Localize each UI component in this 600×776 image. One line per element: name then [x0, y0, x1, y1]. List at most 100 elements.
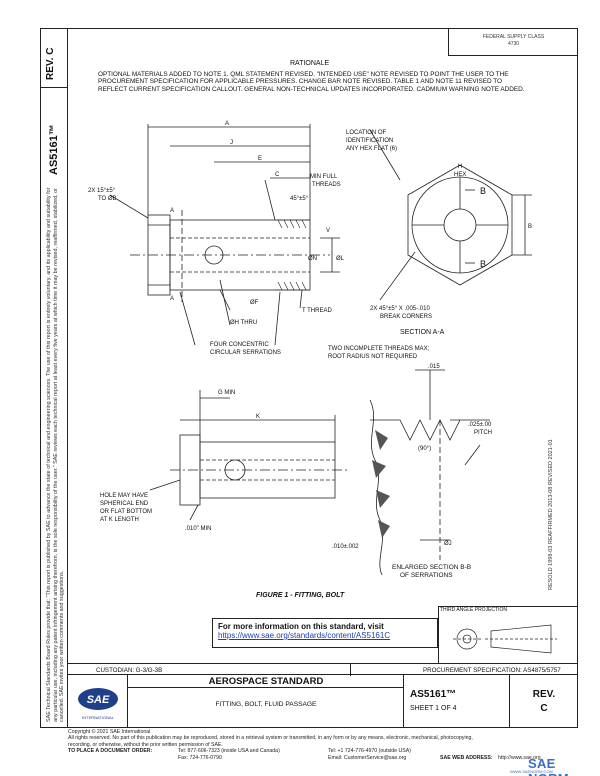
right-stamp: RESOLD 1998-03 REAFFIRMED 2013-08 REVISE…: [548, 439, 554, 590]
min-full-label: MIN FULL: [310, 174, 338, 180]
document-title: FITTING, BOLT, FLUID PASSAGE: [215, 701, 317, 708]
dim-e: E: [258, 156, 262, 162]
hex-dim-b: B: [528, 224, 532, 230]
serrations-label-1: FOUR CONCENTRIC: [210, 342, 269, 348]
fsc-label: FEDERAL SUPPLY CLASS: [482, 34, 545, 40]
rationale-title: RATIONALE: [290, 60, 330, 67]
logo-text: SAE: [87, 694, 110, 706]
dh-thru-label: ØH THRU: [230, 320, 257, 326]
section-b-lower: B: [480, 259, 486, 269]
enlarged-section-label-1: ENLARGED SECTION B-B: [392, 564, 471, 571]
aerospace-standard-heading: AEROSPACE STANDARD: [128, 675, 404, 688]
pitch-label: PITCH: [474, 430, 492, 436]
dn-label: ØN: [308, 256, 317, 262]
tel-outside: Tel: +1 724-776-4970 (outside USA): [328, 748, 411, 755]
rights-line-1: All rights reserved. No part of this pub…: [68, 735, 473, 742]
incomplete-label-2: ROOT RADIUS NOT REQUIRED: [328, 354, 418, 360]
location-label-2: IDENTIFICATION: [346, 138, 393, 144]
rev-value: C: [540, 703, 548, 714]
h-label: H: [458, 164, 462, 170]
hex-bore-circle: [443, 208, 477, 242]
hole-note-2: SPHERICAL END: [100, 501, 149, 507]
copyright-line: Copyright © 2021 SAE International: [68, 729, 151, 735]
standard-link[interactable]: https://www.sae.org/standards/content/AS…: [218, 631, 391, 640]
dl-label: ØL: [336, 256, 345, 262]
projection-label: THIRD ANGLE PROJECTION: [440, 607, 507, 613]
serration-profile: [370, 419, 461, 441]
deg90-label: (90°): [418, 446, 431, 452]
rationale-text: OPTIONAL MATERIALS ADDED TO NOTE 1. QML …: [98, 71, 525, 93]
k-label: K: [256, 414, 260, 420]
hex-label: HEX: [454, 172, 466, 178]
hole-note-3: OR FLAT BOTTOM: [100, 509, 152, 515]
fax: Fax: 724-776-0790: [178, 754, 222, 761]
break-corners-label-2: BREAK CORNERS: [380, 314, 432, 320]
more-info-title: For more information on this standard, v…: [218, 622, 384, 631]
v-label: V: [326, 228, 330, 234]
g-min-label: G MIN: [218, 390, 235, 396]
angle45-label: 45°±5°: [290, 196, 309, 202]
dim-c: C: [275, 172, 280, 178]
side-rev-label: REV. C: [45, 47, 56, 80]
sheet-number: SHEET 1 OF 4: [410, 705, 457, 712]
section-aa-label: SECTION A-A: [400, 329, 445, 336]
fitting-bolt-drawing: A J E C 2X 15°±5° TO ØB MIN FULL THREADS…: [88, 121, 554, 590]
dim-a-top: A: [225, 121, 229, 127]
title-middle: AEROSPACE STANDARD FITTING, BOLT, FLUID …: [128, 675, 404, 728]
dim-015-label: .015: [428, 364, 440, 370]
threads-label: THREADS: [312, 182, 341, 188]
side-rev-box: [40, 28, 68, 88]
incomplete-label-1: TWO INCOMPLETE THREADS MAX;: [328, 346, 430, 352]
watermark-subtext: WWW.SAENORM.COM: [510, 769, 553, 774]
side-doc-number: AS5161™: [48, 124, 60, 175]
dim-j: J: [230, 140, 233, 146]
more-info-box: For more information on this standard, v…: [212, 618, 438, 648]
df-label: ØF: [250, 300, 259, 306]
projection-symbol: [453, 624, 557, 654]
tolerance-label: .010±.002: [332, 544, 359, 550]
pitch-value-label: .025±.00: [468, 422, 492, 428]
tel-usa: Tel: 877-606-7323 (inside USA and Canada…: [178, 748, 280, 755]
hole-note-4: AT K LENGTH: [100, 517, 139, 523]
rights-line-2: recording, or otherwise, without the pri…: [68, 741, 223, 748]
enlarged-section-label-2: OF SERRATIONS: [400, 572, 453, 579]
procurement-spec-label: PROCUREMENT SPECIFICATION: AS4875/5757: [423, 667, 561, 674]
min-010-label: .010" MIN: [185, 526, 211, 532]
t-thread-label: T THREAD: [302, 308, 332, 314]
watermark-logo: SAE NORM: [528, 756, 569, 776]
custodian-row: CUSTODIAN: G-3/G-3B PROCUREMENT SPECIFIC…: [68, 663, 578, 676]
side-notice-text: SAE Technical Standards Board Rules prov…: [46, 187, 66, 722]
serrations-label-2: CIRCULAR SERRATIONS: [210, 350, 281, 356]
email[interactable]: Email: CustomerService@sae.org: [328, 754, 407, 761]
sae-logo: SAE INTERNATIONAL: [68, 675, 128, 728]
fsc-value: 4730: [507, 41, 520, 47]
page-border: [40, 28, 578, 728]
hole-note-1: HOLE MAY HAVE: [100, 493, 148, 499]
web-label: SAE WEB ADDRESS:: [440, 754, 493, 761]
section-a-lower: A: [170, 296, 174, 302]
custodian-label: CUSTODIAN: G-3/G-3B: [96, 667, 163, 674]
doc-number-cell: AS5161™ SHEET 1 OF 4: [404, 675, 510, 728]
order-label: TO PLACE A DOCUMENT ORDER:: [68, 748, 153, 755]
third-angle-projection-box: [438, 606, 578, 663]
logo-subtext: INTERNATIONAL: [82, 715, 114, 720]
serration-break-line: [369, 399, 384, 576]
doc-number: AS5161™: [410, 689, 457, 700]
dj-label: ØJ: [444, 541, 452, 547]
web-url[interactable]: http://www.sae.org: [498, 754, 541, 761]
rev-cell: REV. C: [510, 675, 578, 728]
footer: Copyright © 2021 SAE International All r…: [68, 729, 588, 762]
break-corners-label-1: 2X 45°±5° X .005-.010: [370, 306, 430, 312]
section-a-upper: A: [170, 208, 174, 214]
figure-caption: FIGURE 1 - FITTING, BOLT: [256, 592, 345, 599]
section-b-upper: B: [480, 186, 486, 196]
federal-supply-class-box: FEDERAL SUPPLY CLASS 4730: [448, 28, 578, 56]
rev-label: REV.: [532, 689, 556, 700]
chamfer-to-label: TO ØB: [98, 196, 117, 202]
title-block: SAE INTERNATIONAL AEROSPACE STANDARD FIT…: [68, 675, 578, 728]
location-label-3: ANY HEX FLAT (6): [346, 146, 397, 152]
location-label-1: LOCATION OF: [346, 130, 387, 136]
left-margin-column: [40, 28, 68, 728]
chamfer-label: 2X 15°±5°: [88, 188, 116, 194]
